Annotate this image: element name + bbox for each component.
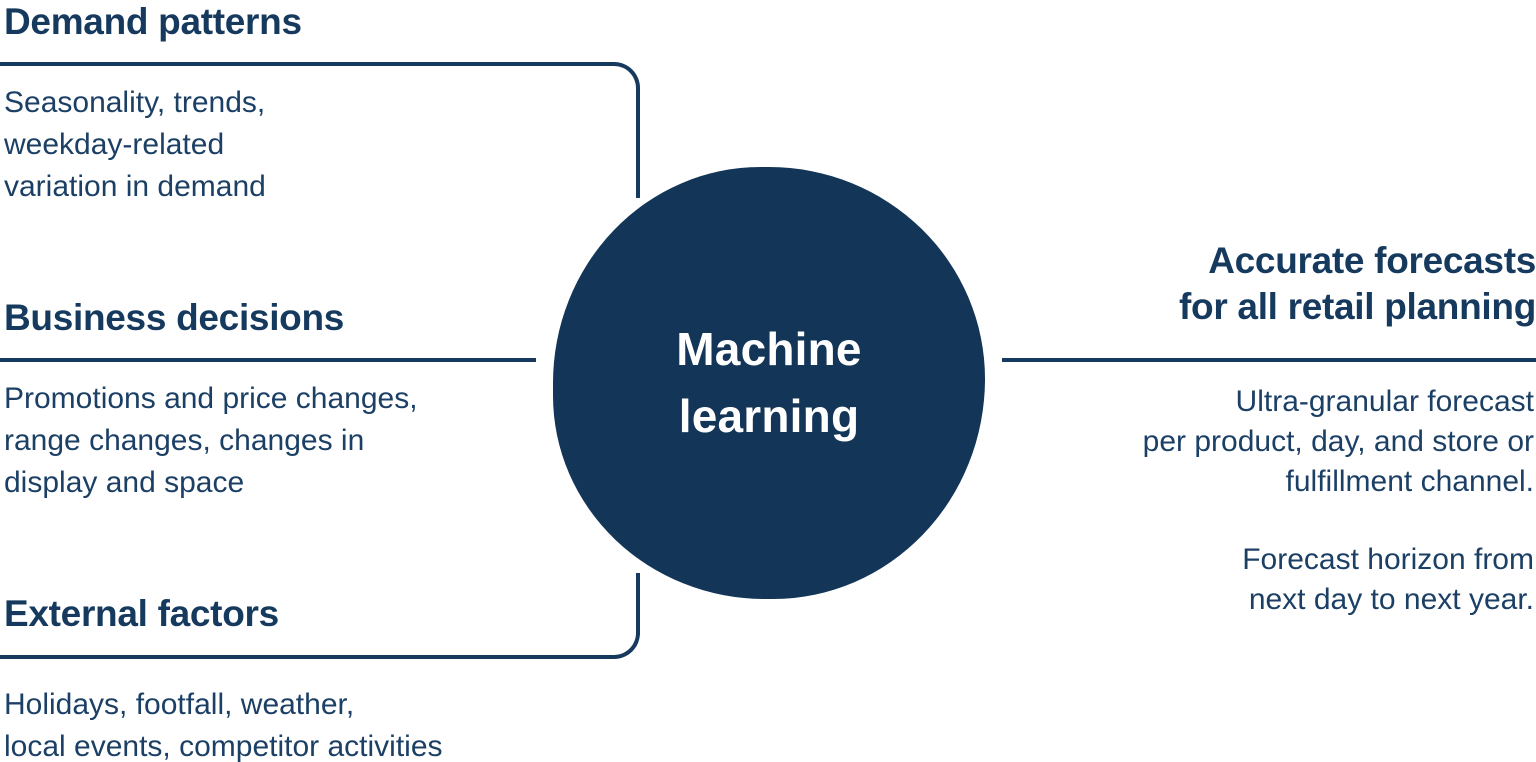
section-description-external-factors: Holidays, footfall, weather, local event… xyxy=(4,688,443,762)
section-description-demand-patterns: Seasonality, trends, weekday-related var… xyxy=(4,86,266,203)
section-heading-demand-patterns: Demand patterns xyxy=(4,1,302,42)
output-heading-accurate-forecasts: Accurate forecasts for all retail planni… xyxy=(1179,240,1536,327)
section-description-business-decisions: Promotions and price changes, range chan… xyxy=(4,382,418,499)
connector-line-output xyxy=(1002,358,1536,362)
machine-learning-circle: Machine learning xyxy=(553,167,985,599)
connector-line-business-decisions xyxy=(0,358,536,362)
machine-learning-label: Machine learning xyxy=(676,323,862,442)
connector-bracket-external-factors xyxy=(0,573,640,659)
connector-bracket-demand-patterns xyxy=(0,62,640,198)
output-paragraph-horizon: Forecast horizon from next day to next y… xyxy=(1242,543,1534,616)
section-heading-business-decisions: Business decisions xyxy=(4,297,345,338)
section-heading-external-factors: External factors xyxy=(4,593,279,634)
output-paragraph-granularity: Ultra-granular forecast per product, day… xyxy=(1142,385,1534,498)
